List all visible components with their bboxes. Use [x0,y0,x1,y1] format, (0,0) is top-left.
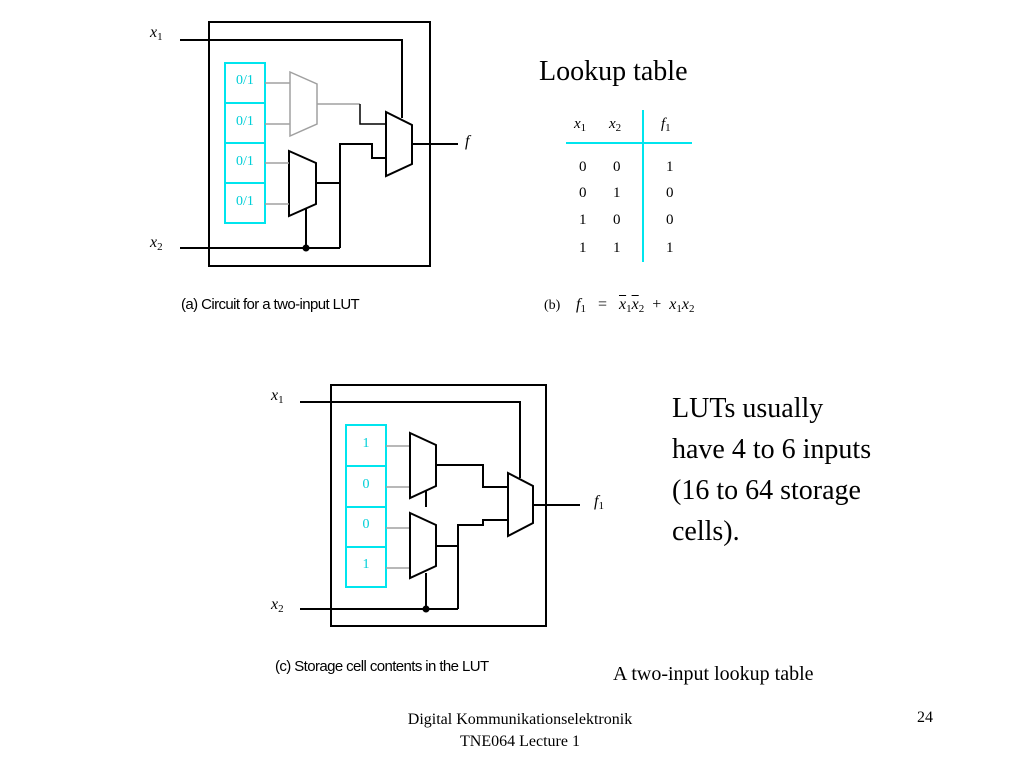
lut-a-mux-bottom [288,149,317,218]
table-row: 0 [579,159,587,175]
lut-c-cell-2-text: 0 [362,517,370,532]
lut-a-caption: (a) Circuit for a two-input LUT [181,296,360,313]
lut-c-cell-3-text: 1 [362,557,370,572]
footer-course: Digital Kommunikationselektronik TNE064 … [330,709,710,753]
lut-c-cell-1-text: 0 [362,477,370,492]
lut-c-caption: (c) Storage cell contents in the LUT [275,658,489,675]
lut-a-cell-1-text: 0/1 [236,114,254,129]
lut-a-cell-3 [224,182,266,224]
footer-line2: TNE064 Lecture 1 [460,733,580,750]
table-row: 0 [579,185,587,201]
lut-a-mux-final [180,39,458,249]
table-row: 0 [666,185,674,201]
lut-c-output-label: f1 [594,493,604,512]
table-row: 1 [666,159,674,175]
equation-b: f1 = x1x2 + x1x2 [576,296,695,315]
figure-title: A two-input lookup table [613,663,814,685]
table-row: 0 [613,159,621,175]
lut-a-output-label: f [465,133,470,150]
lut-c-cell-0-text: 1 [362,436,370,451]
lut-c-outer-box [330,384,547,627]
lut-a-x1-label: x1 [150,24,163,43]
lut-a-x2-label: x2 [150,234,163,253]
lut-c-cell-3 [345,546,387,588]
table-row: 1 [613,185,621,201]
lut-a-mux-top [265,70,360,138]
lut-c-x1-label: x1 [271,387,284,406]
table-row: 1 [579,240,587,256]
lut-a-cell-2-text: 0/1 [236,154,254,169]
lut-c-mux-final [507,471,534,538]
table-row: 1 [666,240,674,256]
table-row: 0 [613,212,621,228]
lut-c-mux-bottom [409,511,437,580]
side-text: LUTs usually have 4 to 6 inputs (16 to 6… [672,393,872,547]
table-row: 0 [666,212,674,228]
lut-c-junction-dot [422,605,430,613]
lut-c-mux-top [409,431,437,500]
table-row: 1 [579,212,587,228]
footer-line1: Digital Kommunikationselektronik [407,711,633,728]
lookup-table-title: Lookup table [539,56,688,87]
lut-c-x2-label: x2 [271,596,284,615]
equation-b-label: (b) [544,298,561,313]
lut-a-junction-dot [302,244,310,252]
lut-a-cell-0-text: 0/1 [236,73,254,88]
truth-table-lines [566,110,692,262]
lut-a-cell-3-text: 0/1 [236,194,254,209]
table-header-x2: x2 [609,116,622,134]
page-number: 24 [917,709,933,726]
table-row: 1 [613,240,621,256]
table-header-x1: x1 [574,116,587,134]
table-header-f1: f1 [661,116,671,134]
